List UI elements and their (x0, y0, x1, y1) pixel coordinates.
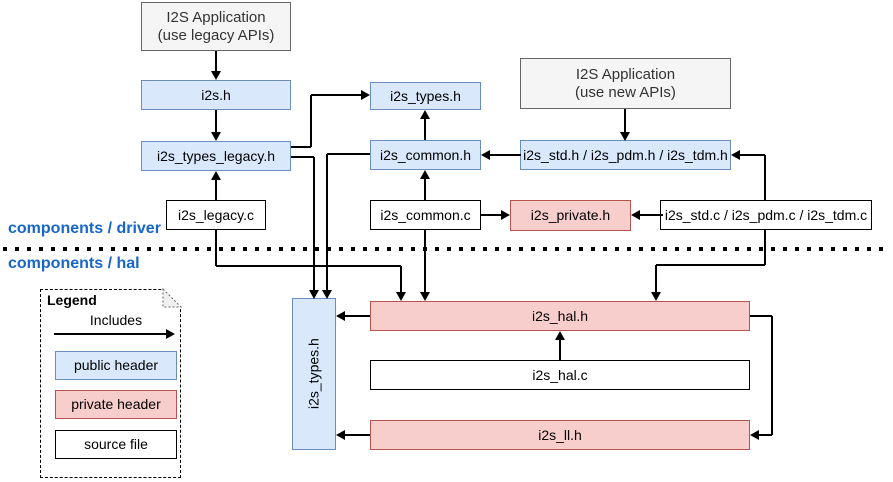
edge-line (764, 155, 766, 200)
legend-item-source-file: source file (55, 430, 177, 459)
legend-item-public-header: public header (55, 351, 177, 380)
node-i2s-ll-h: i2s_ll.h (370, 420, 750, 450)
edge-line (481, 214, 503, 216)
arrowhead-icon (501, 210, 510, 220)
node-i2s-common-c: i2s_common.c (370, 200, 481, 230)
arrowhead-icon (631, 210, 640, 220)
node-i2s-application-new: I2S Application (use new APIs) (520, 58, 731, 109)
driver-hal-separator-line (3, 247, 890, 251)
edge-line (216, 265, 401, 267)
node-i2s-std-pdm-tdm-h: i2s_std.h / i2s_pdm.h / i2s_tdm.h (520, 140, 731, 170)
edge-line (424, 178, 426, 200)
node-i2s-hal-h: i2s_hal.h (370, 301, 750, 331)
arrowhead-icon (420, 170, 430, 179)
arrowhead-icon (555, 331, 565, 340)
app-new-line2: (use new APIs) (575, 83, 676, 101)
arrowhead-icon (481, 150, 490, 160)
arrowhead-icon (211, 71, 221, 80)
edge-line (764, 230, 766, 265)
node-i2s-std-pdm-tdm-c: i2s_std.c / i2s_pdm.c / i2s_tdm.c (660, 200, 872, 230)
arrowhead-icon (336, 311, 345, 321)
edge-line (215, 110, 217, 134)
node-i2s-types-h-driver: i2s_types.h (370, 82, 481, 110)
edge-line (739, 154, 765, 156)
edge-line (655, 265, 657, 294)
legend-includes-label: Includes (89, 312, 143, 328)
edge-line (750, 315, 772, 317)
edge-line (310, 95, 312, 147)
node-i2s-common-h: i2s_common.h (370, 140, 481, 170)
edge-line (489, 154, 521, 156)
node-i2s-hal-c: i2s_hal.c (370, 360, 750, 390)
node-i2s-private-h: i2s_private.h (510, 200, 631, 231)
edge-line (344, 315, 370, 317)
arrowhead-icon (620, 132, 630, 141)
arrowhead-icon (309, 290, 319, 299)
edge-line (313, 157, 315, 292)
arrowhead-icon (211, 171, 221, 180)
node-i2s-h: i2s.h (141, 80, 291, 110)
arrowhead-icon (211, 132, 221, 141)
edge-line (215, 230, 217, 266)
arrowhead-icon (396, 292, 406, 301)
arrowhead-icon (336, 430, 345, 440)
arrowhead-icon (166, 329, 175, 339)
arrowhead-icon (731, 150, 740, 160)
arrowhead-icon (750, 430, 759, 440)
legend-title: Legend (47, 292, 97, 308)
app-legacy-line2: (use legacy APIs) (157, 26, 275, 44)
node-i2s-legacy-c: i2s_legacy.c (166, 200, 266, 230)
node-i2s-application-legacy: I2S Application (use legacy APIs) (141, 2, 291, 51)
edge-line (624, 109, 626, 134)
edge-line (424, 118, 426, 140)
edge-line (559, 339, 561, 360)
edge-line (311, 94, 363, 96)
edge-line (291, 146, 311, 148)
edge-line (424, 230, 426, 294)
edge-line (400, 266, 402, 294)
node-i2s-types-h-hal: i2s_types.h (292, 298, 336, 450)
legend-item-private-header: private header (55, 390, 177, 419)
edge-line (758, 434, 772, 436)
edge-line (771, 316, 773, 435)
edge-line (54, 333, 167, 335)
arrowhead-icon (361, 90, 370, 100)
edge-line (327, 153, 370, 155)
edge-line (291, 156, 314, 158)
app-new-line1: I2S Application (575, 65, 676, 83)
edge-line (215, 179, 217, 200)
section-label-components-driver: components / driver (8, 220, 161, 237)
section-label-components-hal: components / hal (8, 255, 140, 272)
edge-line (344, 434, 370, 436)
edge-line (326, 154, 328, 292)
edge-line (656, 264, 765, 266)
app-legacy-line1: I2S Application (166, 8, 266, 26)
arrowhead-icon (651, 292, 661, 301)
arrowhead-icon (420, 292, 430, 301)
legend-folded-corner-icon (162, 288, 182, 308)
node-i2s-types-legacy-h: i2s_types_legacy.h (141, 141, 291, 171)
edge-line (639, 214, 663, 216)
arrowhead-icon (420, 110, 430, 119)
arrowhead-icon (322, 290, 332, 299)
edge-line (215, 51, 217, 73)
